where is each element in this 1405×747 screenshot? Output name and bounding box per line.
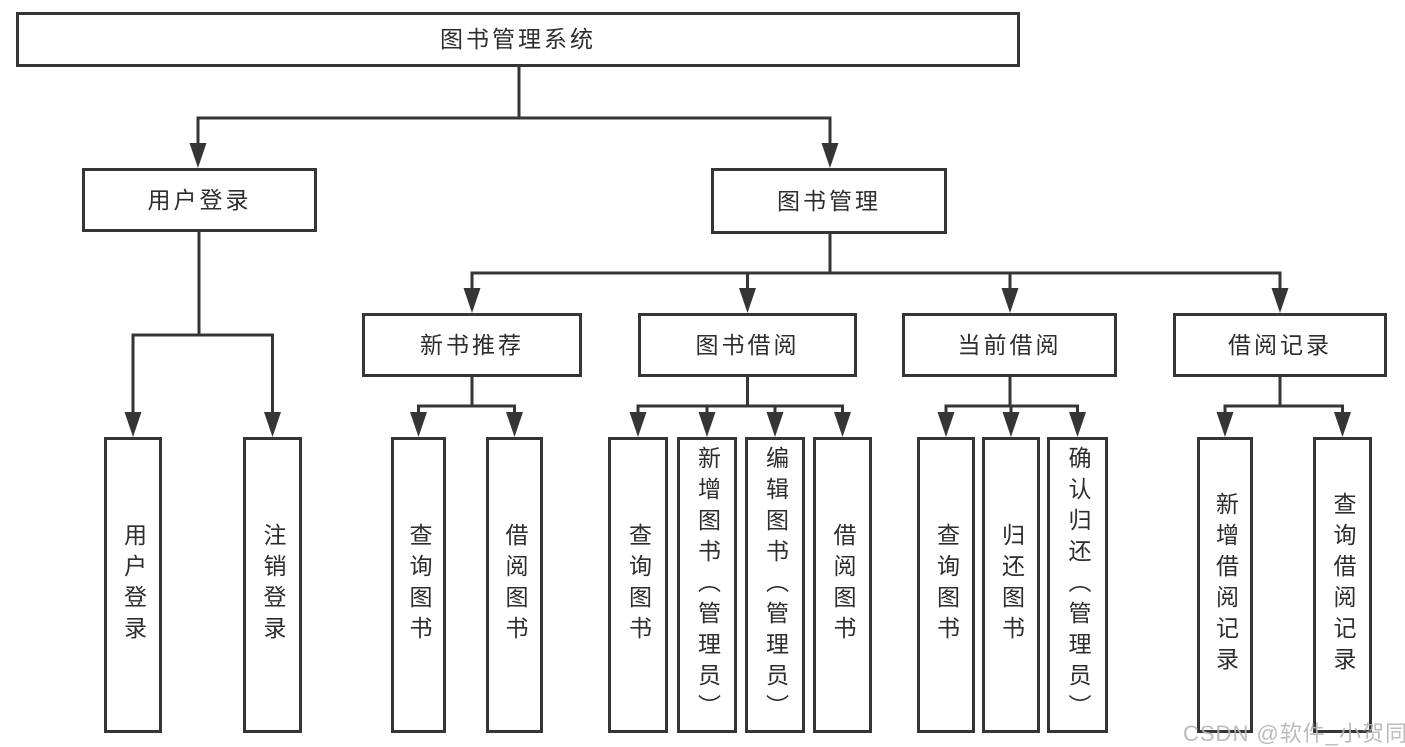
node-book-borrow-label: 图书借阅 bbox=[695, 331, 800, 358]
node-new-book-recommend-label: 新书推荐 bbox=[420, 331, 524, 358]
leaf-borrow-book-label: 借阅图书 bbox=[830, 523, 856, 647]
leaf-add-book-admin-label: 新增图书（管理员） bbox=[694, 445, 721, 725]
leaf-current-query-book: 查询图书 bbox=[917, 437, 975, 733]
leaf-recommend-query-book: 查询图书 bbox=[391, 437, 446, 733]
csdn-watermark: CSDN @软件_小贺同学 bbox=[1183, 721, 1405, 746]
leaf-add-borrow-record: 新增借阅记录 bbox=[1197, 437, 1253, 733]
leaf-add-book-admin: 新增图书（管理员） bbox=[677, 437, 737, 733]
leaf-confirm-return-admin-label: 确认归还（管理员） bbox=[1065, 445, 1091, 725]
node-borrow-record: 借阅记录 bbox=[1173, 313, 1387, 377]
leaf-recommend-borrow-book-label: 借阅图书 bbox=[502, 523, 528, 647]
leaf-query-borrow-record-label: 查询借阅记录 bbox=[1330, 492, 1356, 678]
node-root: 图书管理系统 bbox=[16, 12, 1020, 67]
leaf-add-borrow-record-label: 新增借阅记录 bbox=[1212, 492, 1239, 678]
leaf-recommend-borrow-book: 借阅图书 bbox=[486, 437, 543, 733]
leaf-borrow-query-book: 查询图书 bbox=[608, 437, 668, 733]
leaf-recommend-query-book-label: 查询图书 bbox=[406, 523, 432, 647]
node-book-management-label: 图书管理 bbox=[777, 187, 881, 214]
node-user-login-label: 用户登录 bbox=[147, 186, 252, 213]
leaf-logout-label: 注销登录 bbox=[260, 523, 286, 647]
leaf-query-borrow-record: 查询借阅记录 bbox=[1313, 437, 1372, 733]
leaf-edit-book-admin-label: 编辑图书（管理员） bbox=[762, 445, 789, 725]
node-book-borrow: 图书借阅 bbox=[638, 313, 857, 377]
node-user-login: 用户登录 bbox=[82, 168, 317, 232]
node-current-borrow-label: 当前借阅 bbox=[957, 331, 1062, 358]
leaf-user-login: 用户登录 bbox=[104, 437, 162, 733]
leaf-edit-book-admin: 编辑图书（管理员） bbox=[745, 437, 805, 733]
leaf-user-login-label: 用户登录 bbox=[120, 523, 147, 647]
leaf-logout: 注销登录 bbox=[243, 437, 302, 733]
leaf-current-query-book-label: 查询图书 bbox=[933, 523, 960, 647]
leaf-borrow-query-book-label: 查询图书 bbox=[625, 523, 652, 647]
leaf-confirm-return-admin: 确认归还（管理员） bbox=[1047, 437, 1108, 733]
leaf-return-book-label: 归还图书 bbox=[998, 523, 1025, 647]
node-book-management: 图书管理 bbox=[711, 168, 947, 234]
node-borrow-record-label: 借阅记录 bbox=[1228, 331, 1332, 358]
node-new-book-recommend: 新书推荐 bbox=[362, 313, 582, 377]
node-current-borrow: 当前借阅 bbox=[902, 313, 1117, 377]
leaf-borrow-book: 借阅图书 bbox=[813, 437, 872, 733]
leaf-return-book: 归还图书 bbox=[982, 437, 1040, 733]
node-root-label: 图书管理系统 bbox=[440, 26, 596, 52]
